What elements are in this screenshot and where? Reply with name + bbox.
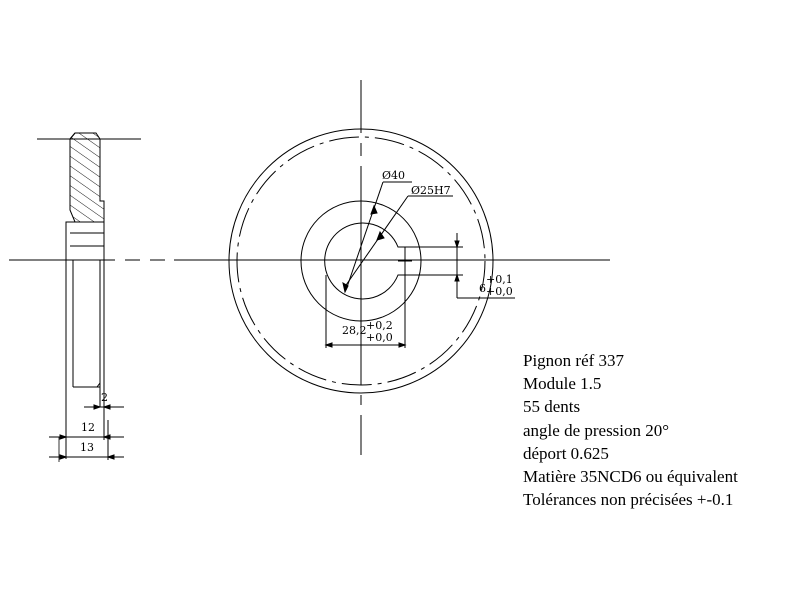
keyway-width-label: 6 xyxy=(479,282,486,295)
keyway-depth-tol-lower: +0,0 xyxy=(366,331,393,344)
pitch-circle xyxy=(236,136,486,386)
note-tooth-count: 55 dents xyxy=(523,397,581,417)
bore-keyway xyxy=(324,222,406,300)
dim-13-label: 13 xyxy=(80,441,94,454)
note-tolerances: Tolérances non précisées +-0.1 xyxy=(523,490,734,510)
keyway-width-tol-lower: +0,0 xyxy=(486,285,513,298)
note-part-reference: Pignon réf 337 xyxy=(523,351,625,370)
keyway-width-tol-upper: +0,1 xyxy=(486,273,513,286)
upper-section-hatch xyxy=(69,132,105,223)
dim-2-label: 2 xyxy=(101,391,108,404)
center-lines xyxy=(9,80,610,455)
note-pressure-angle: angle de pression 20° xyxy=(523,420,670,440)
note-module: Module 1.5 xyxy=(523,374,602,394)
outer-diameter-label: Ø40 xyxy=(382,169,405,182)
side-section-view xyxy=(37,132,141,462)
front-view xyxy=(228,128,515,394)
note-material: Matière 35NCD6 ou équivalent xyxy=(523,466,738,486)
outer-circle xyxy=(228,128,494,394)
dim-12-label: 12 xyxy=(81,421,95,434)
hub-circle xyxy=(300,200,422,322)
keyway-depth-tol-upper: +0,2 xyxy=(366,319,393,332)
keyway-depth-label: 28,2 xyxy=(342,324,367,337)
note-offset: déport 0.625 xyxy=(523,443,609,463)
drawing-notes: Pignon réf 337 Module 1.5 55 dents angle… xyxy=(523,349,738,511)
bore-label: Ø25H7 xyxy=(411,184,451,197)
